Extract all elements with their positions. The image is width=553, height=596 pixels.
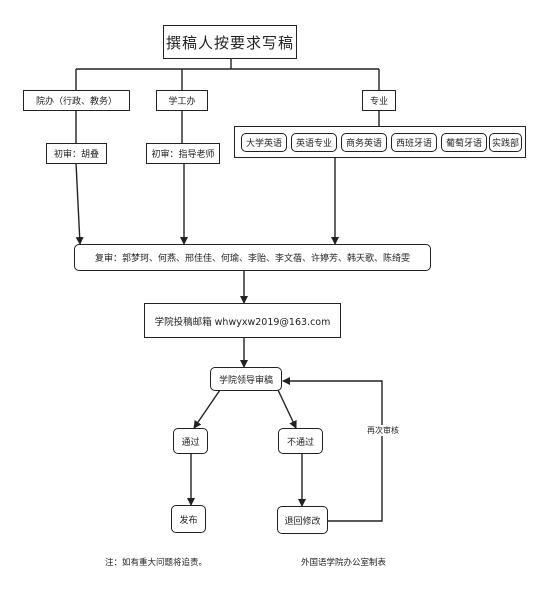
dept-college-office: 院办（行政、教务） xyxy=(23,90,130,111)
outcome-revise: 退回修改 xyxy=(277,506,328,534)
first-review-college-office: 初审：胡叠 xyxy=(46,143,107,164)
major-item: 葡萄牙语 xyxy=(441,133,487,152)
dept-student-office: 学工办 xyxy=(156,90,208,111)
dept-major: 专业 xyxy=(362,90,396,111)
re-review-label: 再次审核 xyxy=(366,425,400,436)
footer-made-by: 外国语学院办公室制表 xyxy=(301,558,387,568)
major-item: 实践部 xyxy=(489,133,522,152)
diagram-title: 撰稿人按要求写稿 xyxy=(163,25,297,59)
outcome-fail: 不通过 xyxy=(278,428,323,454)
submission-email: 学院投稿邮箱 whwyxw2019@163.com xyxy=(144,303,341,338)
major-item: 商务英语 xyxy=(341,133,387,152)
outcome-publish: 发布 xyxy=(171,505,206,533)
footer-note: 注：如有重大问题将追责。 xyxy=(105,558,208,568)
leader-review: 学院领导审稿 xyxy=(210,367,282,391)
major-item: 西班牙语 xyxy=(391,133,437,152)
second-review: 复审：郭梦珂、何燕、邢佳佳、何瑜、李贻、李文蓓、许婷芳、韩天歌、陈绮雯 xyxy=(74,244,431,271)
major-item: 英语专业 xyxy=(291,133,337,152)
outcome-pass: 通过 xyxy=(173,428,208,454)
first-review-student-office: 初审：指导老师 xyxy=(146,143,220,164)
major-item: 大学英语 xyxy=(241,133,287,152)
